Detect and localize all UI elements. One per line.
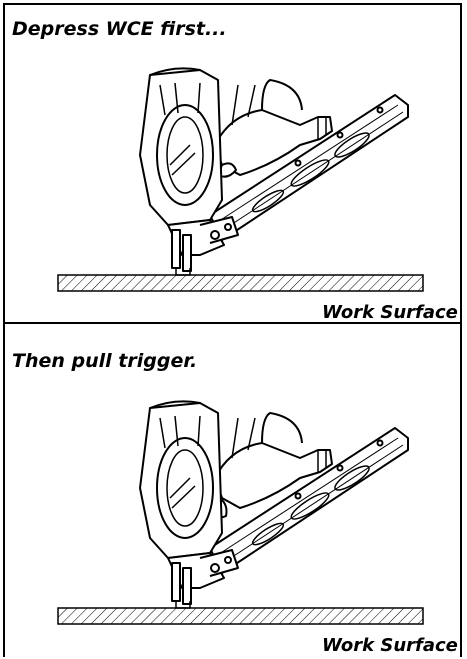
diagram-frame bbox=[3, 3, 462, 657]
step-1-surface-label: Work Surface bbox=[322, 302, 458, 323]
nailer-illustration-2 bbox=[57, 400, 424, 625]
step-2-caption: Then pull trigger. bbox=[12, 350, 198, 372]
section-divider bbox=[3, 322, 462, 324]
step-1-caption: Depress WCE first... bbox=[12, 18, 227, 40]
nailer-illustration-1 bbox=[57, 67, 424, 292]
step-2-surface-label: Work Surface bbox=[322, 635, 458, 656]
